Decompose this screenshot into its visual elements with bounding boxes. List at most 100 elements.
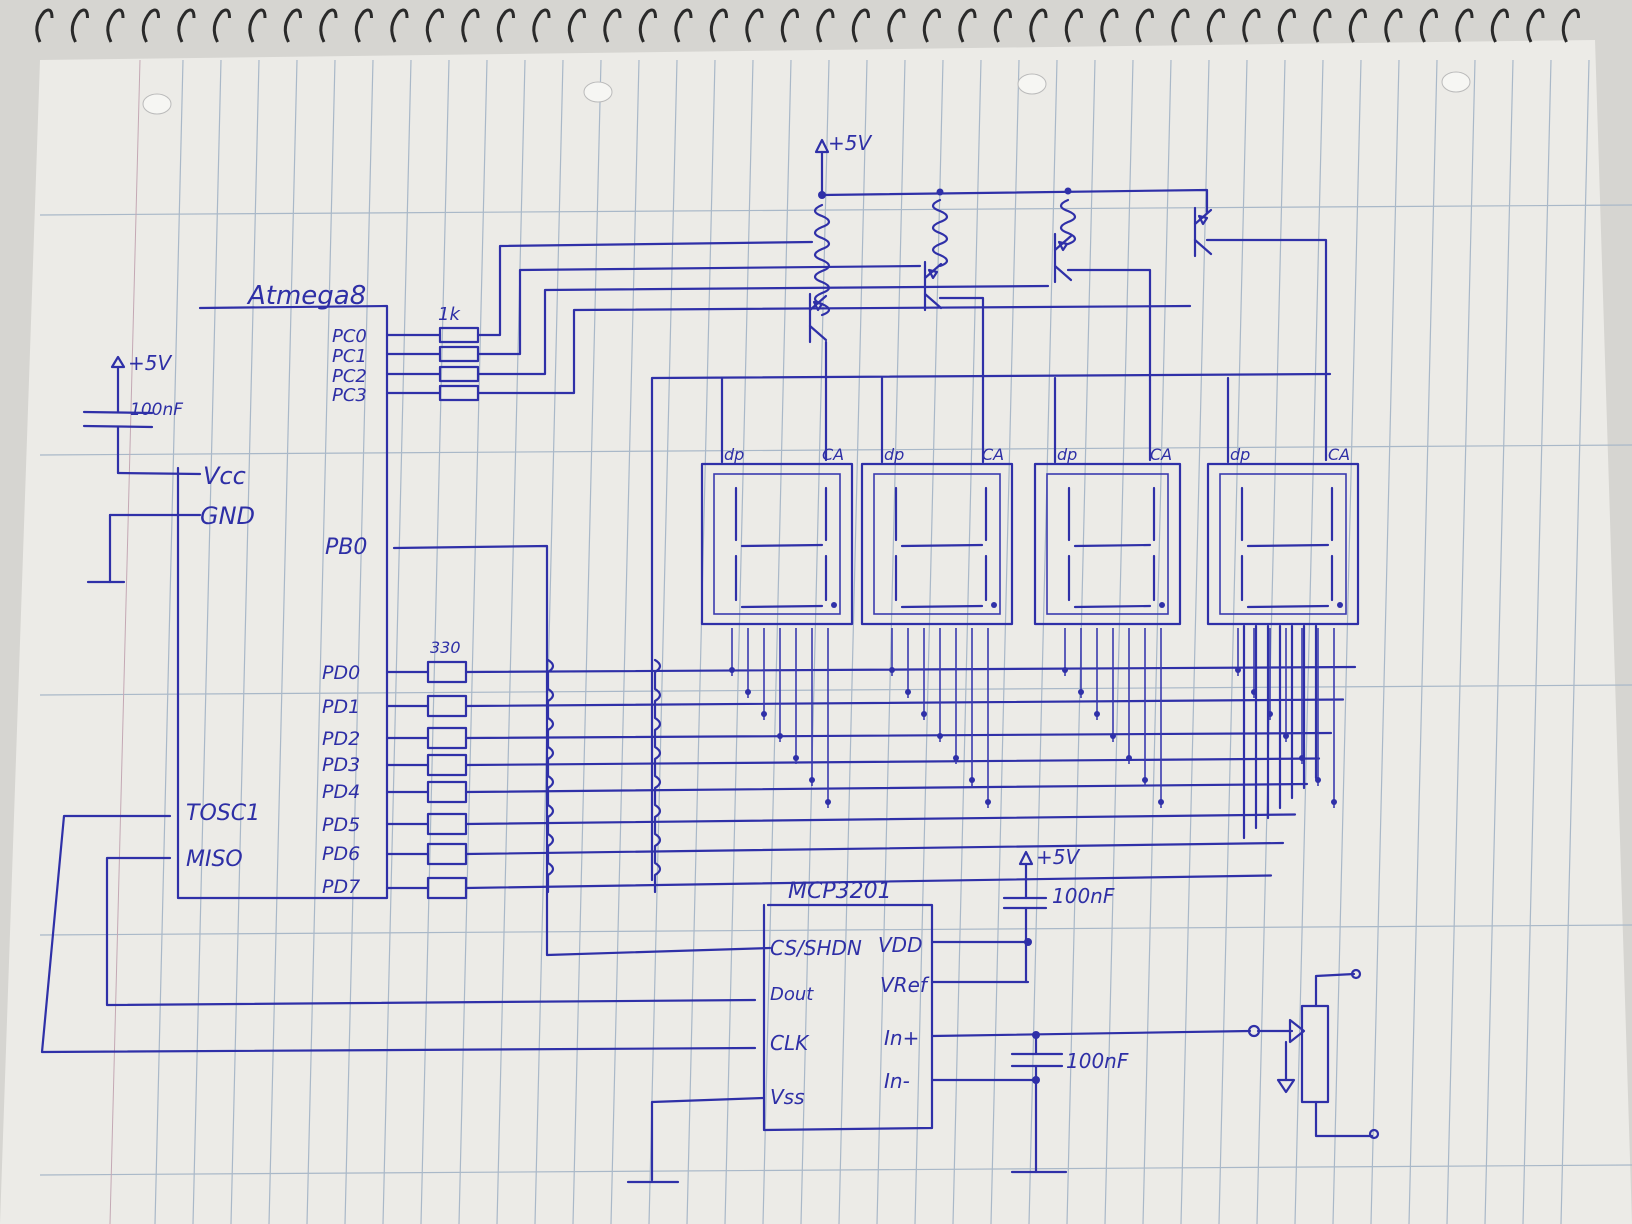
adc-pin-cs: CS/SHDN xyxy=(770,936,862,960)
segment-g xyxy=(900,543,984,548)
spiral-coil xyxy=(212,8,231,43)
potentiometer xyxy=(1247,968,1380,1140)
tosc1-pin-label: TOSC1 xyxy=(186,801,260,826)
tap-junction xyxy=(793,755,799,761)
spiral-coil xyxy=(1100,8,1119,43)
tap-junction xyxy=(921,711,927,717)
base-wire xyxy=(476,240,814,337)
decimal-point xyxy=(1337,602,1343,608)
tap-junction xyxy=(1235,667,1241,673)
spiral-coil xyxy=(1171,8,1190,43)
adc-pin-vdd: VDD xyxy=(878,933,922,957)
tap-junction xyxy=(969,777,975,783)
segment-d xyxy=(1073,604,1152,609)
gnd-pin-label: GND xyxy=(200,502,255,530)
adc-pin-vref: VRef xyxy=(880,973,930,997)
tap-junction xyxy=(889,667,895,673)
tap-junction xyxy=(1126,755,1132,761)
spiral-coil xyxy=(106,8,125,43)
bus-crossover-column xyxy=(653,658,662,894)
spiral-coil xyxy=(709,8,728,43)
ruled-line xyxy=(39,684,1632,696)
dp-pin-label: dp xyxy=(724,445,744,464)
spiral-coil xyxy=(1490,8,1509,43)
display-frame xyxy=(860,462,1014,626)
adc-pin-vss: Vss xyxy=(770,1085,805,1109)
spiral-coil xyxy=(780,8,799,43)
ruled-line xyxy=(496,59,526,1224)
segment-resistor-value: 330 xyxy=(430,638,461,657)
spiral-coil xyxy=(461,8,480,43)
spiral-coil xyxy=(1526,8,1545,43)
tap-junction xyxy=(761,711,767,717)
pd5-pin-label: PD5 xyxy=(322,814,360,836)
ruled-line xyxy=(534,59,564,1224)
ruled-line xyxy=(268,59,298,1224)
tap-junction xyxy=(905,689,911,695)
spiral-coil xyxy=(1348,8,1367,43)
digit-transistor xyxy=(923,260,943,312)
ruled-line xyxy=(154,59,184,1224)
ruled-line xyxy=(1218,59,1248,1224)
mcu-decoupling-network: +5V 100nF xyxy=(82,351,202,584)
digit-transistor xyxy=(1053,232,1073,284)
segment-bus-line xyxy=(464,731,1333,740)
pd7-pin-label: PD7 xyxy=(322,876,360,898)
ruled-line xyxy=(1142,59,1172,1224)
wire-crossover xyxy=(813,203,831,317)
decimal-point xyxy=(831,602,837,608)
seven-segment-display: dp CA xyxy=(1033,445,1182,626)
ca-pin-label: CA xyxy=(1150,445,1172,464)
tap-junction xyxy=(745,689,751,695)
ruled-line xyxy=(344,59,374,1224)
dp-pin-label: dp xyxy=(1057,445,1077,464)
spiral-coil xyxy=(70,8,89,43)
segment-g xyxy=(740,543,824,548)
spiral-coil xyxy=(887,8,906,43)
ruled-line xyxy=(1180,59,1210,1224)
spiral-coil xyxy=(1135,8,1154,43)
adc-pin-inp: In+ xyxy=(884,1026,919,1050)
ruled-line xyxy=(1332,59,1362,1224)
transistor-collector xyxy=(808,324,828,342)
spiral-coil xyxy=(283,8,302,43)
ruled-line xyxy=(1104,59,1134,1224)
ruled-line xyxy=(952,59,982,1224)
ruled-line xyxy=(800,59,830,1224)
collector-wire xyxy=(938,296,985,382)
display-frame xyxy=(1033,462,1182,626)
tap-junction xyxy=(825,799,831,805)
segment-g xyxy=(1073,543,1152,548)
driver-supply-label: +5V xyxy=(828,131,872,155)
spiral-coil xyxy=(851,8,870,43)
bus-crossover-column xyxy=(546,658,555,894)
ruled-line xyxy=(724,59,754,1224)
ca-pin-label: CA xyxy=(982,445,1004,464)
spiral-coil xyxy=(496,8,515,43)
spiral-coil xyxy=(1064,8,1083,43)
spiral-coil xyxy=(567,8,586,43)
ruled-line xyxy=(686,59,716,1224)
pd2-pin-label: PD2 xyxy=(322,728,360,750)
segment-bus-line xyxy=(464,665,1357,674)
dp-pin-label: dp xyxy=(1230,445,1250,464)
ruled-line xyxy=(990,59,1020,1224)
digit-driver-section: +5V xyxy=(650,131,1332,882)
spiral-coil xyxy=(603,8,622,43)
tap-junction xyxy=(1158,799,1164,805)
spiral-coil xyxy=(35,8,54,43)
ca-pin-label: CA xyxy=(822,445,844,464)
spiral-coil xyxy=(993,8,1012,43)
tap-junction xyxy=(1283,733,1289,739)
spiral-coil xyxy=(248,8,267,43)
adc-input-cap-label: 100nF xyxy=(1066,1049,1129,1073)
seven-segment-display: dp CA xyxy=(700,445,854,626)
spiral-coil xyxy=(674,8,693,43)
spiral-coil xyxy=(922,8,941,43)
tap-junction xyxy=(809,777,815,783)
spiral-coil xyxy=(141,8,160,43)
base-resistor-array: 1k xyxy=(385,240,1192,402)
